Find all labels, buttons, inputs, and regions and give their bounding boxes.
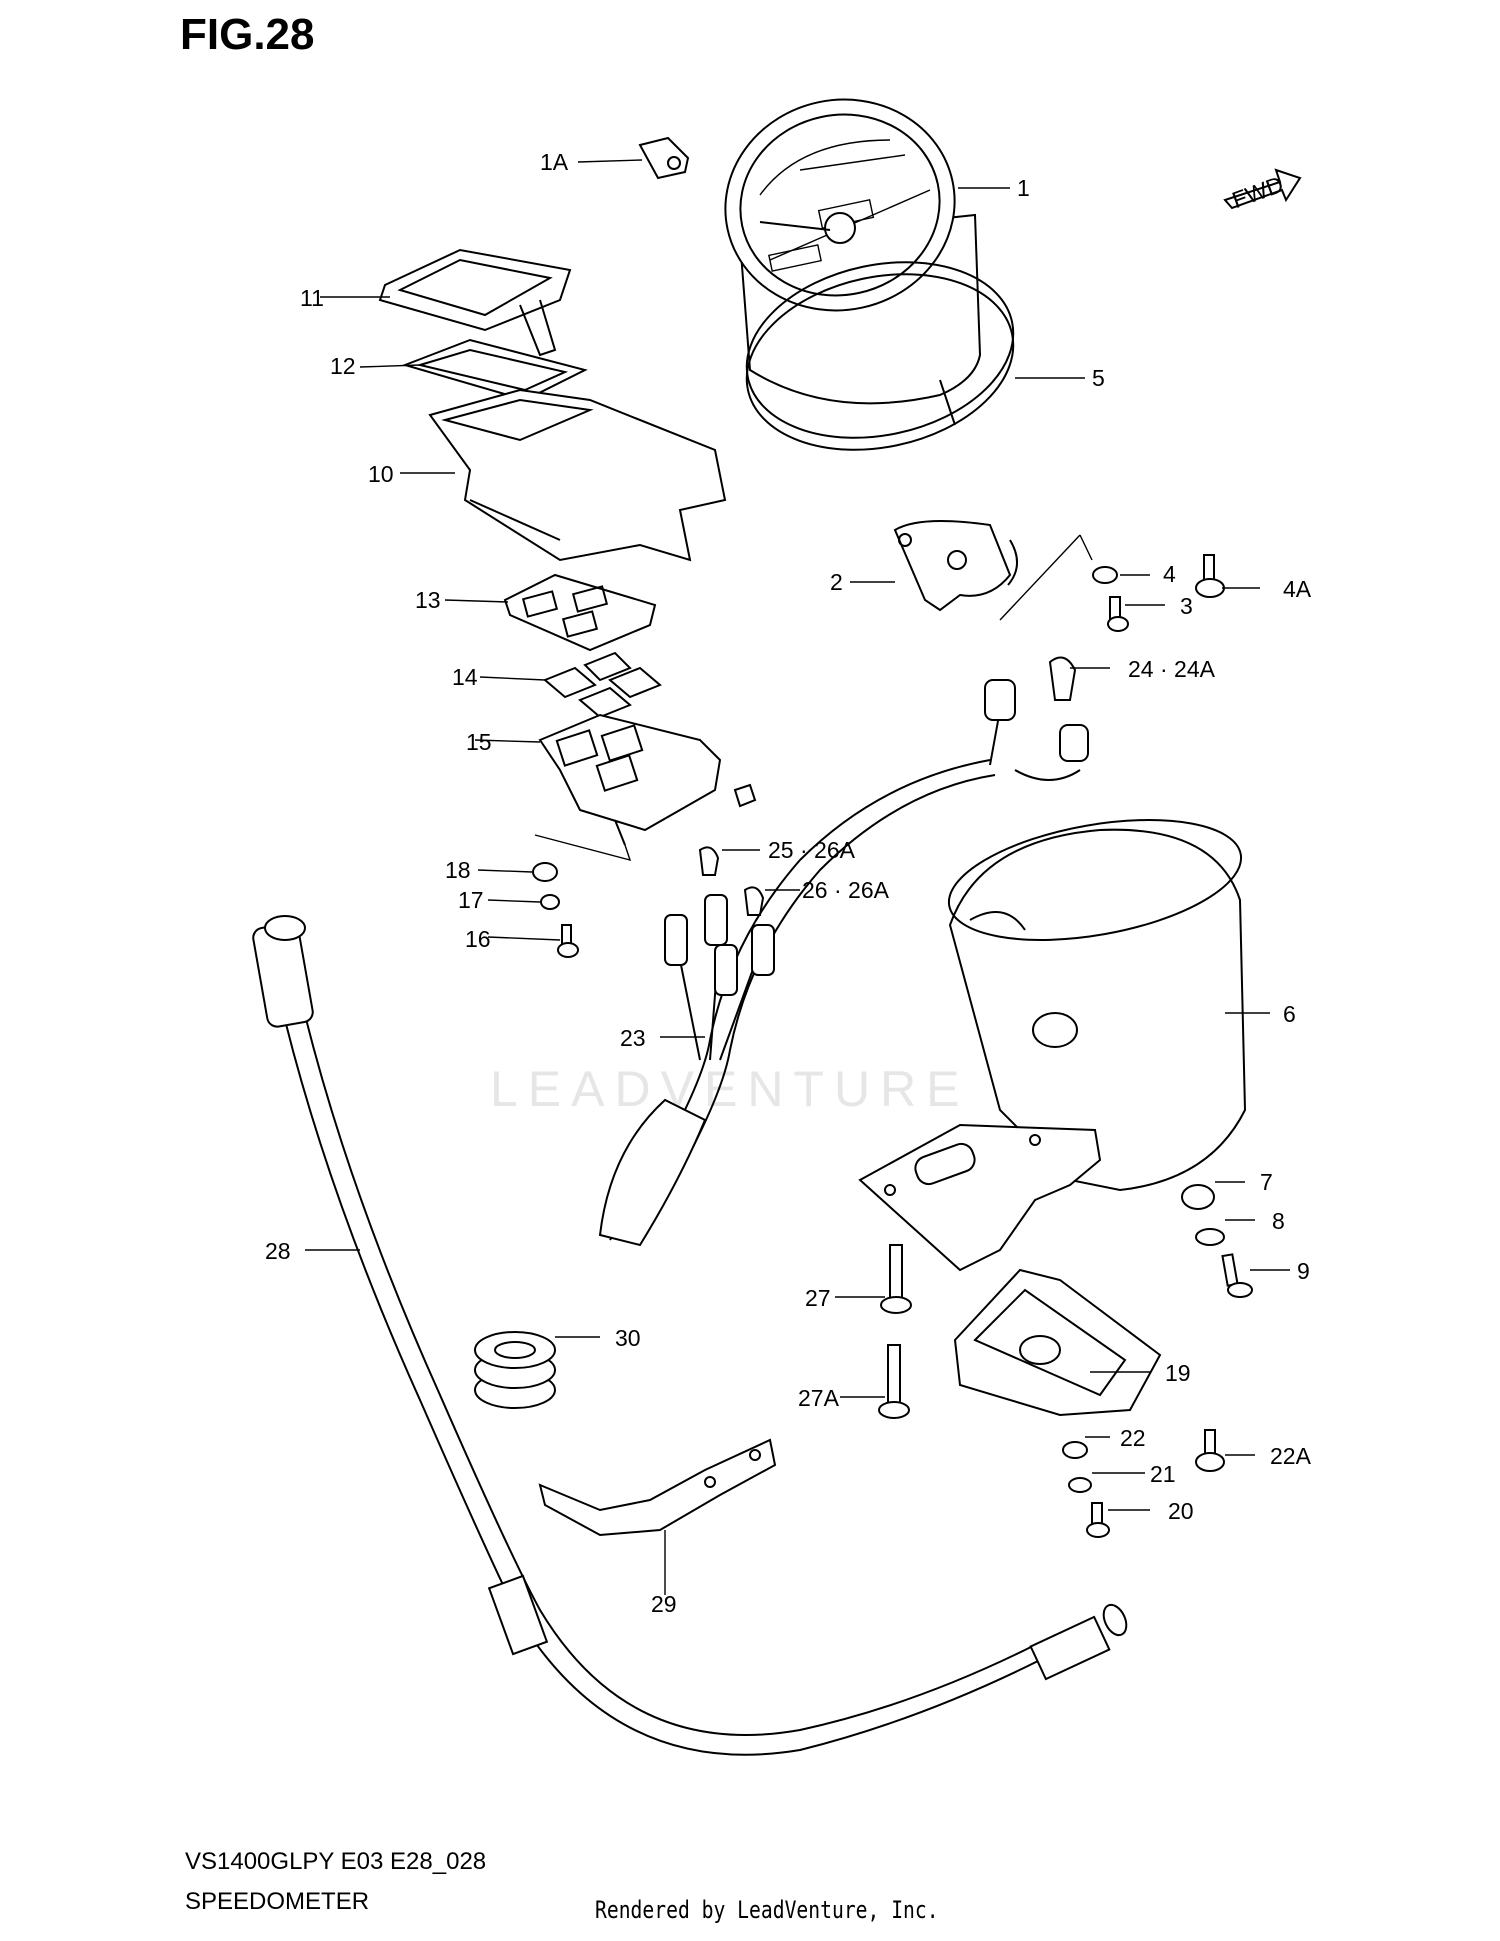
callout-22A: 22A: [1270, 1443, 1312, 1469]
part-7-grommet[interactable]: [1181, 1184, 1215, 1210]
callout-12: 12: [330, 353, 356, 379]
part-29-bracket[interactable]: [538, 1438, 777, 1537]
part-22A-screw[interactable]: [1195, 1429, 1225, 1472]
callout-6: 6: [1283, 1001, 1296, 1027]
leader-2-bracket-b: [1079, 534, 1093, 561]
part-4A-screw[interactable]: [1195, 554, 1225, 598]
part-13-plate[interactable]: [503, 573, 657, 652]
callout-24: 24 · 24A: [1128, 656, 1216, 682]
callout-26: 26 · 26A: [802, 877, 890, 903]
fwd-arrow: FWD: [1223, 168, 1302, 213]
part-6-case[interactable]: [858, 800, 1250, 1272]
part-10-housing[interactable]: [428, 388, 727, 562]
part-24-bulb[interactable]: [1048, 656, 1077, 701]
callout-labels: 1A 1 5 11 12 10 13 14 15 18 17 16 2 4 4A…: [265, 149, 1312, 1617]
callout-25: 25 · 26A: [768, 837, 856, 863]
fwd-label: FWD: [1229, 171, 1287, 213]
callout-20: 20: [1168, 1498, 1194, 1524]
callout-10: 10: [368, 461, 394, 487]
callout-23: 23: [620, 1025, 646, 1051]
part-22-washer[interactable]: [1062, 1441, 1088, 1459]
callout-28: 28: [265, 1238, 291, 1264]
callout-9: 9: [1297, 1258, 1310, 1284]
callout-15: 15: [466, 729, 492, 755]
callout-16: 16: [465, 926, 491, 952]
part-21-washer[interactable]: [1068, 1477, 1092, 1493]
part-11-lens[interactable]: [378, 248, 572, 357]
part-18-washer[interactable]: [532, 862, 558, 882]
callout-14: 14: [452, 664, 478, 690]
callout-22: 22: [1120, 1425, 1146, 1451]
callout-1: 1: [1017, 175, 1030, 201]
part-27A-bolt[interactable]: [878, 1344, 910, 1419]
part-1A-sensor[interactable]: [638, 136, 690, 180]
callout-4: 4: [1163, 561, 1176, 587]
callout-11: 11: [300, 285, 324, 311]
part-12-gasket[interactable]: [401, 338, 588, 402]
part-1-speedometer[interactable]: [706, 78, 982, 426]
callout-7: 7: [1260, 1169, 1273, 1195]
part-15-base[interactable]: [538, 713, 757, 846]
part-26-bulb[interactable]: [743, 886, 765, 916]
part-2-housing[interactable]: [893, 520, 1018, 612]
part-3-screw[interactable]: [1107, 596, 1129, 632]
part-9-screw[interactable]: [1221, 1253, 1253, 1298]
section-name: SPEEDOMETER: [185, 1888, 370, 1915]
leader-lines: [305, 159, 1290, 1595]
figure-title: FIG.28: [180, 10, 315, 59]
part-16-screw[interactable]: [557, 924, 579, 958]
callout-21: 21: [1150, 1461, 1176, 1487]
callout-1A: 1A: [540, 149, 569, 175]
callout-3: 3: [1180, 593, 1193, 619]
part-20-screw[interactable]: [1086, 1502, 1110, 1538]
callout-27: 27: [805, 1285, 831, 1311]
part-19-cover[interactable]: [953, 1268, 1162, 1417]
model-code: VS1400GLPY E03 E28_028: [185, 1848, 487, 1875]
callout-19: 19: [1165, 1360, 1191, 1386]
part-25-bulb[interactable]: [698, 846, 720, 876]
part-8-washer[interactable]: [1195, 1228, 1225, 1246]
leader-15-bracket: [534, 834, 632, 862]
callout-4A: 4A: [1283, 576, 1312, 602]
part-30-grommet[interactable]: [474, 1331, 556, 1409]
callout-2: 2: [830, 569, 843, 595]
callout-17: 17: [458, 887, 484, 913]
part-17-washer[interactable]: [540, 894, 560, 910]
callout-27A: 27A: [798, 1385, 840, 1411]
callout-30: 30: [615, 1325, 641, 1351]
callout-5: 5: [1092, 365, 1105, 391]
callout-29: 29: [651, 1591, 677, 1617]
footer-credit: Rendered by LeadVenture, Inc.: [595, 1896, 939, 1924]
part-28-cable[interactable]: [252, 915, 1131, 1756]
callout-8: 8: [1272, 1208, 1285, 1234]
part-5-ring[interactable]: [730, 239, 1029, 473]
callout-18: 18: [445, 857, 471, 883]
part-23-harness[interactable]: [598, 679, 1089, 1247]
callout-13: 13: [415, 587, 441, 613]
part-27-bolt[interactable]: [880, 1244, 912, 1314]
part-14-lenses[interactable]: [543, 651, 662, 719]
leader-2-bracket: [999, 534, 1081, 621]
part-4-washer[interactable]: [1092, 566, 1118, 584]
